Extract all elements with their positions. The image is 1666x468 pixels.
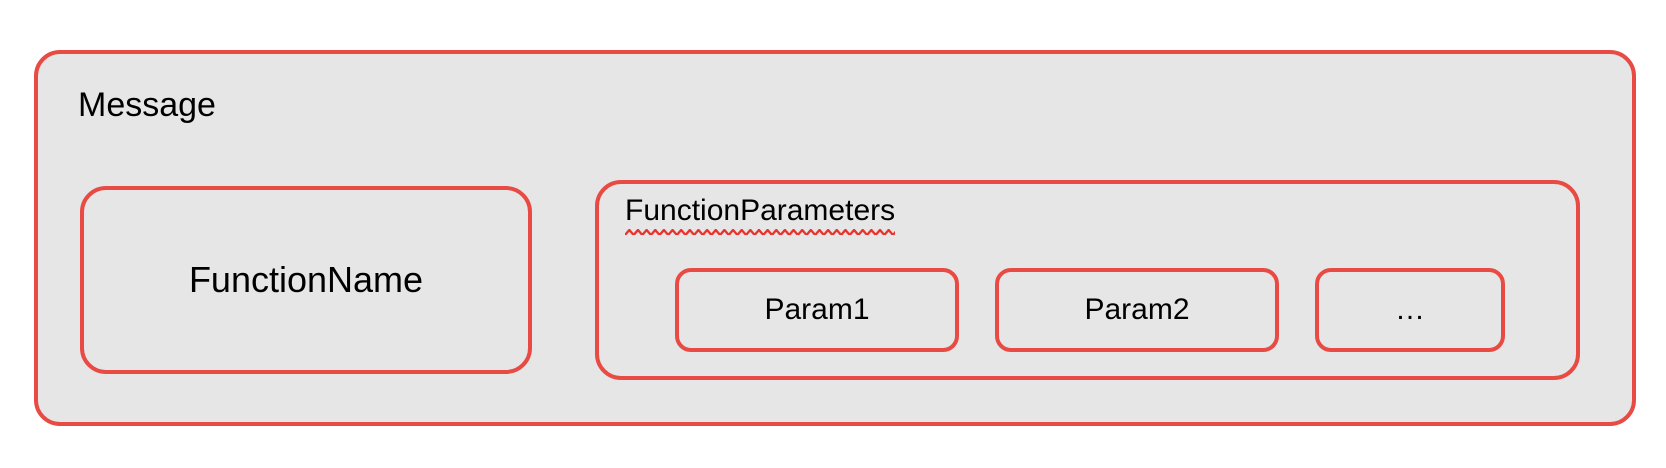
function-parameters-label-wrap: FunctionParameters <box>625 194 896 236</box>
parameter-list: Param1 Param2 … <box>675 268 1505 352</box>
function-parameters-label: FunctionParameters <box>625 194 896 227</box>
parameter-label-2: Param2 <box>1084 293 1190 326</box>
parameter-box-1[interactable]: Param1 <box>675 268 959 352</box>
parameter-box-2[interactable]: Param2 <box>995 268 1279 352</box>
spellcheck-squiggle-icon <box>625 229 896 236</box>
function-parameters-box[interactable]: FunctionParameters Param1 Param2 <box>595 180 1580 380</box>
message-container[interactable]: Message FunctionName FunctionParameters <box>34 50 1636 426</box>
parameter-box-ellipsis[interactable]: … <box>1315 268 1505 352</box>
parameter-label-1: Param1 <box>764 293 870 326</box>
function-name-label: FunctionName <box>188 259 424 300</box>
message-label: Message <box>78 86 216 124</box>
function-name-box[interactable]: FunctionName <box>80 186 532 374</box>
parameter-label-ellipsis: … <box>1395 293 1425 326</box>
